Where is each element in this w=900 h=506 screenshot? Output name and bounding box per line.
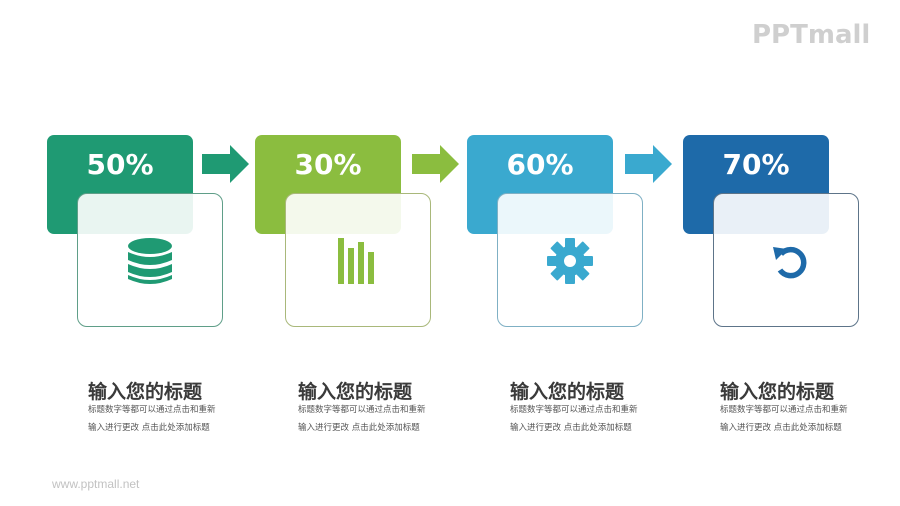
arrow-right-icon: [412, 145, 459, 183]
icon-card: [497, 193, 643, 327]
percent-value: 30%: [294, 148, 362, 181]
step-description: 标题数字等都可以通过点击和重新 输入进行更改 点击此处添加标题: [720, 401, 848, 437]
step-title: 输入您的标题: [88, 381, 203, 403]
database-icon: [128, 238, 172, 284]
footer-url: www.pptmall.net: [52, 477, 140, 491]
desc-line-1: 标题数字等都可以通过点击和重新: [298, 405, 426, 415]
step-title: 输入您的标题: [720, 381, 835, 403]
desc-line-1: 标题数字等都可以通过点击和重新: [720, 405, 848, 415]
gear-icon: [547, 238, 593, 284]
step-description: 标题数字等都可以通过点击和重新 输入进行更改 点击此处添加标题: [88, 401, 216, 437]
icon-card: [77, 193, 223, 327]
icon-card: [713, 193, 859, 327]
bar-chart-icon: [338, 238, 374, 284]
percent-value: 60%: [506, 148, 574, 181]
step-description: 标题数字等都可以通过点击和重新 输入进行更改 点击此处添加标题: [298, 401, 426, 437]
desc-line-2: 输入进行更改 点击此处添加标题: [510, 423, 632, 433]
desc-line-2: 输入进行更改 点击此处添加标题: [298, 423, 420, 433]
desc-line-2: 输入进行更改 点击此处添加标题: [88, 423, 210, 433]
step-title: 输入您的标题: [298, 381, 413, 403]
percent-value: 70%: [722, 148, 790, 181]
step-description: 标题数字等都可以通过点击和重新 输入进行更改 点击此处添加标题: [510, 401, 638, 437]
step-title: 输入您的标题: [510, 381, 625, 403]
undo-icon: [773, 246, 807, 279]
arrow-right-icon: [625, 145, 672, 183]
percent-value: 50%: [86, 148, 154, 181]
desc-line-1: 标题数字等都可以通过点击和重新: [510, 405, 638, 415]
desc-line-1: 标题数字等都可以通过点击和重新: [88, 405, 216, 415]
arrow-right-icon: [202, 145, 249, 183]
desc-line-2: 输入进行更改 点击此处添加标题: [720, 423, 842, 433]
pptmall-logo: PPTmall: [752, 20, 871, 50]
